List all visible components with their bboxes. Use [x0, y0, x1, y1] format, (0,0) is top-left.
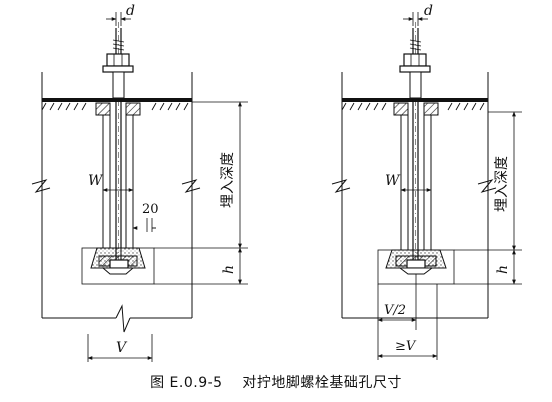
left-detail: d W 20 埋入深度 h V	[31, 3, 248, 362]
right-min-V-label: ≥V	[395, 339, 417, 354]
right-anchor-bolt	[399, 22, 431, 270]
left-bottom-nut	[109, 259, 129, 269]
right-foundation	[341, 72, 489, 319]
left-grout-cap-left	[95, 102, 111, 116]
left-vertical-dimensions	[154, 101, 248, 285]
right-anchor-hole	[400, 115, 432, 250]
right-W-label: W	[385, 173, 401, 189]
right-vertical-dimensions	[454, 111, 522, 285]
left-top-nut	[106, 53, 130, 67]
left-foundation	[41, 72, 193, 333]
right-d-label: d	[424, 3, 433, 19]
left-break-marks	[31, 179, 201, 193]
right-top-washer	[399, 65, 431, 73]
figure-caption: 图 E.0.9-5 对拧地脚螺栓基础孔尺寸	[0, 372, 552, 392]
left-h-label: h	[221, 265, 237, 274]
left-anchor-hole	[102, 115, 134, 248]
right-bottom-anchor	[385, 249, 447, 275]
left-pit-bottom	[81, 247, 155, 285]
right-d-dimension	[403, 12, 428, 26]
left-W-label: W	[88, 173, 104, 189]
right-h-label: h	[495, 265, 511, 274]
right-grout-cap-left	[393, 102, 409, 116]
left-depth-label: 埋入深度	[220, 152, 236, 208]
right-ground-hatch	[341, 102, 485, 111]
left-bottom-anchor	[90, 247, 146, 275]
right-top-nut	[403, 53, 427, 67]
figure-number: 图 E.0.9-5	[150, 375, 223, 391]
right-half-V-label: V/2	[384, 303, 406, 318]
right-break-marks	[331, 179, 497, 193]
right-bottom-nut	[406, 259, 426, 269]
left-spacer	[112, 71, 125, 99]
right-base-plate	[342, 98, 488, 102]
right-half-V-dimension	[377, 274, 438, 360]
left-ground-hatch	[41, 102, 189, 111]
right-grout-cap-right	[423, 102, 439, 116]
figure-title: 对拧地脚螺栓基础孔尺寸	[242, 375, 402, 391]
right-spacer	[409, 71, 422, 99]
left-gap-dimension	[132, 218, 156, 232]
right-depth-label: 埋入深度	[494, 156, 510, 212]
left-grout-cap-right	[125, 102, 141, 116]
left-d-label: d	[126, 3, 135, 19]
left-top-washer	[102, 65, 134, 73]
left-V-dimension	[87, 334, 153, 362]
right-detail: d W 埋入深度 h V/2 ≥V	[331, 3, 522, 360]
left-anchor-bolt	[102, 22, 134, 270]
left-gap-label: 20	[142, 202, 159, 217]
left-base-plate	[42, 98, 192, 102]
left-V-label: V	[116, 340, 128, 356]
left-d-dimension	[106, 12, 131, 26]
